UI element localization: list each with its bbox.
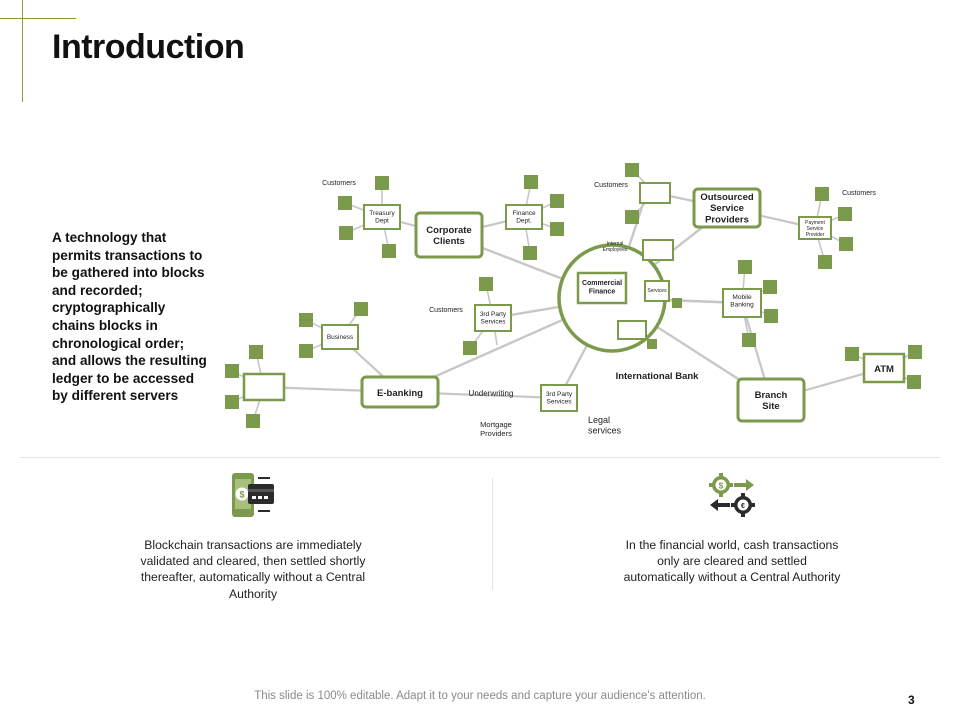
e-banking-node	[360, 375, 440, 409]
intro-text: A technology that permits transactions t…	[52, 230, 207, 404]
customers-label: Customers	[322, 180, 356, 187]
branch-site-node	[736, 377, 806, 423]
node-square	[479, 277, 493, 291]
node-square	[738, 260, 752, 274]
network-nodes	[242, 182, 906, 423]
node-square	[339, 226, 353, 240]
svg-text:$: $	[719, 482, 724, 491]
node-square	[764, 309, 778, 323]
customers-label: Customers	[429, 307, 463, 314]
node-square	[246, 414, 260, 428]
outsourced-providers-node	[692, 187, 762, 229]
node-square	[225, 395, 239, 409]
node-square	[524, 175, 538, 189]
node-square	[338, 196, 352, 210]
node-square	[354, 302, 368, 316]
node-square	[625, 163, 639, 177]
node-square	[225, 364, 239, 378]
node-square	[815, 187, 829, 201]
financial-world-description: In the financial world, cash transaction…	[623, 538, 841, 585]
e-banking-label: E-banking	[377, 388, 423, 399]
unnamed-node-left	[242, 372, 286, 402]
footer-note: This slide is 100% editable. Adapt it to…	[254, 690, 706, 702]
commercial-finance-node	[576, 271, 628, 305]
business-node	[321, 324, 359, 350]
node-square	[845, 347, 859, 361]
node-square	[375, 176, 389, 190]
underwriting-label: Underwriting	[469, 389, 514, 398]
node-square	[818, 255, 832, 269]
node-square	[382, 244, 396, 258]
international-bank-label: International Bank	[616, 371, 700, 382]
payment-provider-node	[798, 216, 832, 240]
corporate-clients-node	[414, 211, 484, 259]
network-squares	[225, 163, 922, 428]
node-square	[523, 246, 537, 260]
hub-square	[647, 339, 657, 349]
third-party-upper-node	[474, 304, 512, 332]
atm-node	[862, 352, 906, 384]
column-divider	[492, 478, 493, 590]
node-square	[550, 194, 564, 208]
hub-services-label: Services	[647, 288, 667, 294]
hub-inner-box	[617, 320, 647, 340]
node-square	[550, 222, 564, 236]
hub-services-node	[644, 280, 670, 302]
third-party-lower-node	[540, 384, 578, 412]
hub-square	[672, 298, 682, 308]
atm-label: ATM	[874, 364, 894, 375]
business-label: Business	[327, 334, 354, 341]
corner-vertical-line	[22, 0, 23, 102]
blockchain-description: Blockchain transactions are immediately …	[140, 538, 366, 601]
finance-dept-node	[505, 204, 543, 230]
node-square	[838, 207, 852, 221]
node-square	[463, 341, 477, 355]
node-square	[742, 333, 756, 347]
node-square	[908, 345, 922, 359]
page-number: 3	[908, 693, 915, 707]
node-square	[907, 375, 921, 389]
customers-label: Customers	[842, 190, 876, 197]
node-square	[763, 280, 777, 294]
mobile-payment-card-icon: $	[232, 473, 274, 517]
node-square	[299, 313, 313, 327]
currency-exchange-gears-icon: $ €	[709, 473, 755, 517]
node-square	[299, 344, 313, 358]
node-square	[249, 345, 263, 359]
svg-text:$: $	[239, 490, 244, 500]
internal-employees-node	[642, 239, 674, 261]
customers-label: Customers	[594, 182, 628, 189]
mobile-banking-node	[722, 288, 762, 318]
slide-title: Introduction	[52, 28, 245, 66]
node-square	[625, 210, 639, 224]
customers-box-top	[639, 182, 671, 204]
svg-text:€: €	[741, 503, 745, 510]
corner-horizontal-line	[0, 18, 76, 19]
treasury-dept-node	[363, 204, 401, 230]
node-square	[839, 237, 853, 251]
section-divider	[20, 457, 940, 458]
